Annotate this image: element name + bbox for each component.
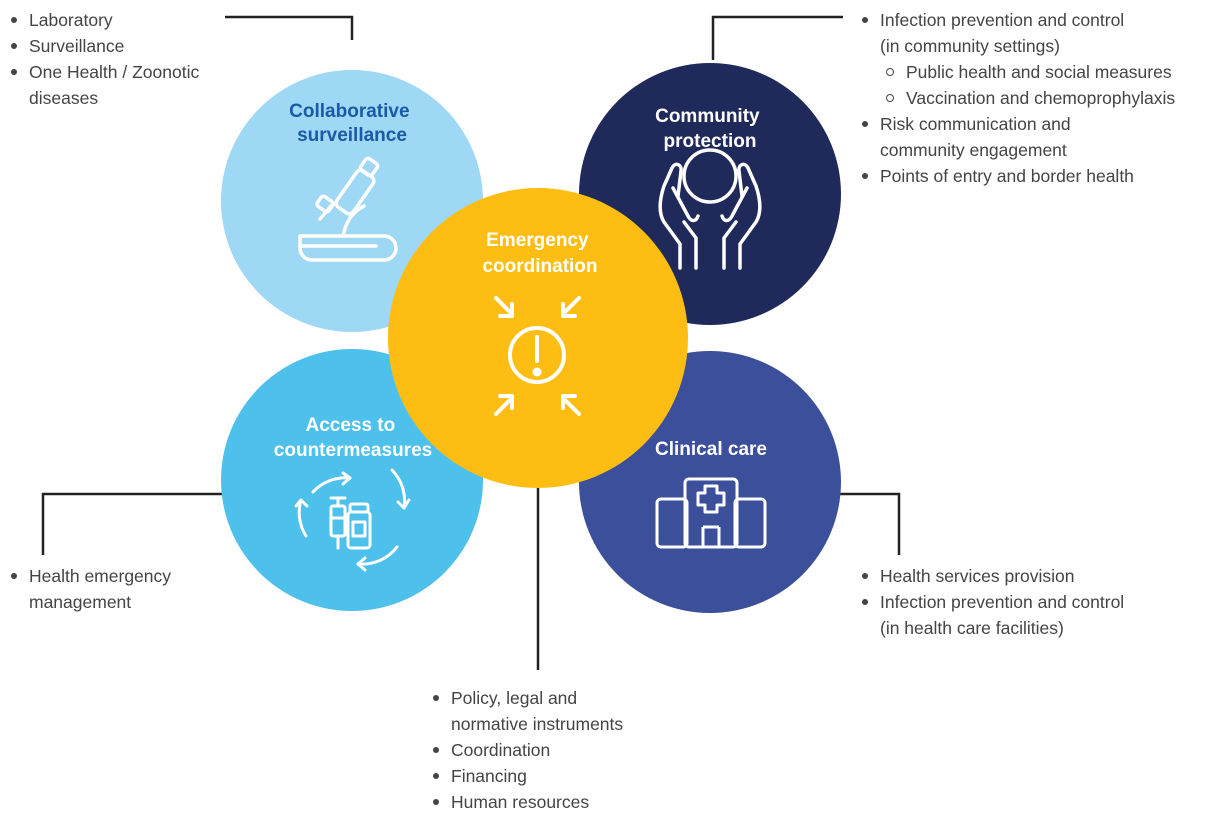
list-item: Health emergency — [5, 563, 171, 589]
countermeasures-title-line1: Access to — [305, 415, 395, 436]
hands-person-icon — [658, 148, 762, 270]
microscope-icon — [298, 156, 398, 262]
list-item: Infection prevention and control — [856, 589, 1124, 615]
list-item: Health services provision — [856, 563, 1124, 589]
clinical-list: Health services provision Infection prev… — [856, 563, 1124, 641]
list-item-continuation: (in community settings) — [880, 36, 1060, 56]
list-item: Laboratory — [5, 7, 199, 33]
list-item-continuation: management — [29, 592, 132, 612]
connector-surveillance — [225, 15, 354, 40]
connector-countermeasures — [41, 492, 225, 555]
hospital-icon — [655, 477, 767, 549]
coordination-list: Policy, legal and normative instruments … — [427, 685, 623, 815]
list-item: One Health / Zoonotic — [5, 59, 199, 85]
list-item: Financing — [427, 763, 623, 789]
countermeasures-title-line2: countermeasures — [274, 440, 432, 461]
connector-clinical — [838, 492, 901, 555]
list-item-continuation: community engagement — [880, 140, 1067, 160]
list-item-continuation: (in health care facilities) — [880, 618, 1064, 638]
alert-arrows-icon — [494, 296, 581, 416]
community-title-line1: Community — [655, 106, 760, 127]
list-item: Risk communication and — [856, 111, 1175, 137]
clinical-title-line1: Clinical care — [655, 439, 767, 460]
list-item: Surveillance — [5, 33, 199, 59]
medicine-cycle-icon — [294, 468, 411, 572]
coordination-title-line2: coordination — [482, 256, 597, 277]
countermeasures-list: Health emergency management — [5, 563, 171, 615]
surveillance-title: Collaborative surveillance — [289, 101, 415, 146]
list-item-continuation: normative instruments — [451, 714, 624, 734]
list-subitem: Public health and social measures — [856, 59, 1175, 85]
community-title-line2: protection — [664, 131, 757, 152]
list-item: Policy, legal and — [427, 685, 623, 711]
community-list: Infection prevention and control (in com… — [856, 7, 1175, 189]
surveillance-title-line1: Collaborative — [289, 101, 409, 122]
list-item-continuation: diseases — [29, 88, 99, 108]
community-title: Community protection — [655, 106, 765, 152]
list-subitem: Vaccination and chemoprophylaxis — [856, 85, 1175, 111]
surveillance-list: Laboratory Surveillance One Health / Zoo… — [5, 7, 199, 111]
list-item: Points of entry and border health — [856, 163, 1175, 189]
clinical-title: Clinical care — [655, 439, 767, 460]
list-item: Infection prevention and control — [856, 7, 1175, 33]
surveillance-title-line2: surveillance — [297, 125, 407, 146]
countermeasures-title: Access to countermeasures — [274, 415, 432, 461]
list-item: Coordination — [427, 737, 623, 763]
connector-community — [711, 15, 843, 60]
coordination-title: Emergency coordination — [482, 230, 597, 277]
list-item: Human resources — [427, 789, 623, 815]
coordination-title-line1: Emergency — [486, 230, 589, 251]
